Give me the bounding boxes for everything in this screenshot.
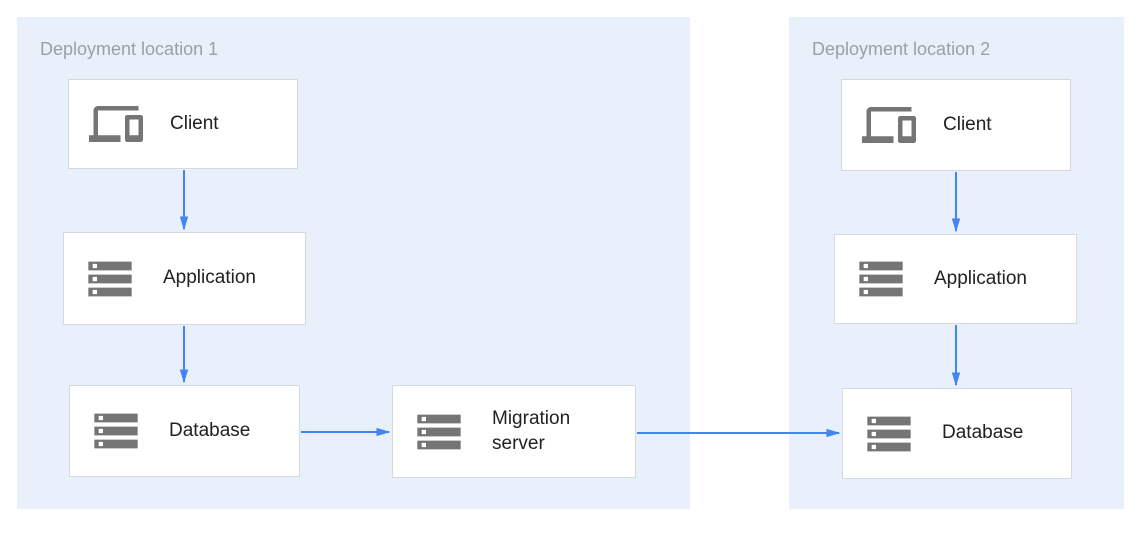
node-client-1: Client [68, 79, 298, 169]
servers-icon [413, 406, 465, 458]
node-database-1: Database [69, 385, 300, 477]
node-label: Migration server [492, 407, 571, 454]
node-label: Client [170, 112, 219, 134]
region-label: Deployment location 1 [40, 39, 219, 59]
node-label: Database [169, 419, 251, 441]
node-migration-server: Migration server [392, 385, 636, 478]
node-client-2: Client [841, 79, 1071, 171]
node-label: Database [942, 422, 1024, 444]
node-database-2: Database [842, 388, 1072, 479]
devices-icon [862, 98, 916, 152]
servers-icon [863, 408, 915, 460]
region-label: Deployment location 2 [812, 39, 991, 59]
node-application-1: Application [63, 232, 306, 325]
devices-icon [89, 97, 143, 151]
servers-icon [855, 253, 907, 305]
node-application-2: Application [834, 234, 1077, 324]
node-label: Client [943, 113, 992, 135]
servers-icon [84, 253, 136, 305]
node-label: Application [934, 267, 1027, 289]
node-label: Application [163, 267, 256, 289]
servers-icon [90, 405, 142, 457]
